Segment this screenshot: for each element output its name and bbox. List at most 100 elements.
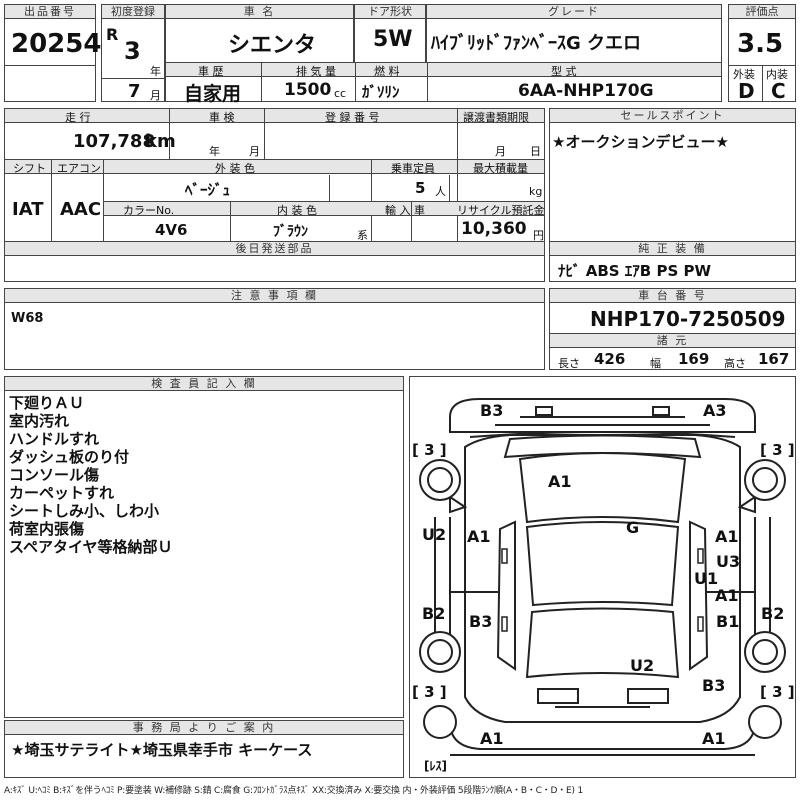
note-line: スペアタイヤ等格納部Ｕ xyxy=(9,538,173,556)
note-line: 室内汚れ xyxy=(9,412,70,430)
inspection-label: 車 検 xyxy=(209,111,235,124)
inspector-label: 検 査 員 記 入 欄 xyxy=(5,377,403,391)
car-name-label: 車 名 xyxy=(166,5,353,19)
shift: IAT xyxy=(12,199,44,220)
score-label: 評価点 xyxy=(729,5,795,19)
damage-mark: A1 xyxy=(548,472,572,491)
height-label: 高さ xyxy=(724,357,746,370)
damage-mark: B3 xyxy=(480,401,504,420)
damage-mark: G xyxy=(626,518,640,537)
damage-mark: B1 xyxy=(716,612,740,631)
damage-mark: U2 xyxy=(630,656,655,675)
door-label: ドア形状 xyxy=(355,5,425,19)
inspector-cell: 検 査 員 記 入 欄 下廻りＡＵ 室内汚れ ハンドルすれ ダッシュ板のり付 コ… xyxy=(4,376,404,718)
fuel-label: 燃 料 xyxy=(374,65,400,78)
interior-score: C xyxy=(771,79,786,103)
sales-point: ★オークションデビュー★ xyxy=(552,133,729,151)
load-unit: kg xyxy=(529,185,543,198)
fuel: ｶﾞｿﾘﾝ xyxy=(362,83,400,101)
later-parts-label: 後日発送部品 xyxy=(5,242,544,256)
damage-mark: U1 xyxy=(694,569,719,588)
grade-cell: グレード ﾊｲﾌﾞﾘｯﾄﾞﾌｧﾝﾍﾞｰｽG クエロ xyxy=(426,4,722,63)
chassis-cell: 車 台 番 号 NHP170-7250509 諸 元 長さ 426 幅 169 … xyxy=(549,288,796,370)
bracket-rear-right: [ 3 ] xyxy=(760,683,795,701)
year-unit: 年 xyxy=(150,65,161,78)
caution-text: W68 xyxy=(11,311,44,326)
caution-cell: 注 意 事 項 欄 W68 xyxy=(4,288,545,370)
row2-cell: 車 歴 排 気 量 燃 料 型 式 自家用 1500 cc ｶﾞｿﾘﾝ 6AA-… xyxy=(165,62,722,105)
model-code: 6AA-NHP170G xyxy=(518,81,654,101)
exterior-score: D xyxy=(738,79,755,103)
later-parts-cell: 後日発送部品 xyxy=(4,241,545,282)
cc-unit: cc xyxy=(334,87,347,100)
score: 3.5 xyxy=(737,29,784,59)
bracket-front-left: [ 3 ] xyxy=(412,441,447,459)
reg-month: 7 xyxy=(128,81,141,102)
registration-cell: 初度登録 R 3 年 7 月 xyxy=(101,4,165,102)
plate-label: 登 録 番 号 xyxy=(325,111,380,124)
width-label: 幅 xyxy=(650,357,661,370)
door-cell: ドア形状 5W xyxy=(354,4,426,63)
damage-mark: U2 xyxy=(422,525,447,544)
lens-label: [ﾚｽ] xyxy=(424,759,447,773)
import-label: 輸 入 車 xyxy=(385,204,425,217)
mileage-unit: km xyxy=(145,131,176,152)
model-label: 型 式 xyxy=(551,65,577,78)
grade: ﾊｲﾌﾞﾘｯﾄﾞﾌｧﾝﾍﾞｰｽG クエロ xyxy=(431,33,642,54)
capacity: 5 xyxy=(415,179,426,197)
exterior-color: ﾍﾞｰｼﾞｭ xyxy=(185,181,231,199)
shift-label: シフト xyxy=(13,162,46,175)
history: 自家用 xyxy=(184,83,242,105)
transfer-month-unit: 月 xyxy=(495,145,506,158)
recycle-label: リサイクル預託金 xyxy=(457,204,545,217)
height: 167 xyxy=(758,350,790,368)
mileage-label: 走 行 xyxy=(65,111,91,124)
damage-mark: U3 xyxy=(716,552,741,571)
insp-year-unit: 年 xyxy=(209,145,220,158)
car-name-cell: 車 名 シエンタ xyxy=(165,4,354,63)
damage-diagram: [ 3 ] [ 3 ] [ 3 ] [ 3 ] [ﾚｽ] B3 A3 A1 G … xyxy=(409,376,796,778)
air-conditioner: AAC xyxy=(60,199,102,220)
door-type: 5W xyxy=(373,27,413,52)
note-line: ダッシュ板のり付 xyxy=(9,448,130,466)
era: R xyxy=(106,25,119,44)
interior-color-suffix: 系 xyxy=(357,229,368,242)
office-cell: 事 務 局 よ り ご 案 内 ★埼玉サテライト★埼玉県幸手市 キーケース xyxy=(4,720,404,778)
damage-mark: B3 xyxy=(702,676,726,695)
registration-label: 初度登録 xyxy=(102,5,164,19)
load-label: 最大積載量 xyxy=(473,162,528,175)
spec-label: 諸 元 xyxy=(550,334,795,348)
chassis-label: 車 台 番 号 xyxy=(550,289,795,303)
damage-mark: A1 xyxy=(715,527,739,546)
reg-year: 3 xyxy=(124,37,141,65)
office-label: 事 務 局 よ り ご 案 内 xyxy=(5,721,403,735)
equipment-label: 純 正 装 備 xyxy=(550,242,795,256)
note-line: シートしみ小、しわ小 xyxy=(9,502,160,520)
recycle-unit: 円 xyxy=(533,229,544,242)
grade-label: グレード xyxy=(427,5,721,19)
damage-mark: A1 xyxy=(702,729,726,748)
color-number: 4V6 xyxy=(155,221,188,239)
damage-mark: A1 xyxy=(715,586,739,605)
interior-color: ﾌﾞﾗｳﾝ xyxy=(273,224,308,240)
note-line: 荷室内張傷 xyxy=(9,520,85,538)
cc-label: 排 気 量 xyxy=(296,65,336,78)
sales-point-cell: セールスポイント ★オークションデビュー★ xyxy=(549,108,796,242)
legend: A:ｷｽﾞ U:ﾍｺﾐ B:ｷｽﾞを伴うﾍｺﾐ P:要塗装 W:補修跡 S:錆 … xyxy=(4,786,583,796)
width: 169 xyxy=(678,350,710,368)
lot-label: 出品番号 xyxy=(5,5,95,19)
car-name: シエンタ xyxy=(228,33,317,58)
note-line: ハンドルすれ xyxy=(9,430,100,448)
color-no-label: カラーNo. xyxy=(123,204,175,217)
damage-mark: B2 xyxy=(761,604,785,623)
month-unit: 月 xyxy=(150,89,161,102)
capacity-unit: 人 xyxy=(435,185,446,198)
damage-mark: B3 xyxy=(469,612,493,631)
displacement: 1500 xyxy=(284,80,332,100)
lot-number: 20254 xyxy=(11,29,102,59)
damage-mark: A3 xyxy=(703,401,727,420)
info-grid: 走 行 車 検 登 録 番 号 譲渡書類期限 107,788 km 年 月 月 … xyxy=(4,108,545,242)
interior-label: 内装 xyxy=(766,68,788,81)
sales-point-label: セールスポイント xyxy=(550,109,795,123)
damage-mark: A1 xyxy=(467,527,491,546)
